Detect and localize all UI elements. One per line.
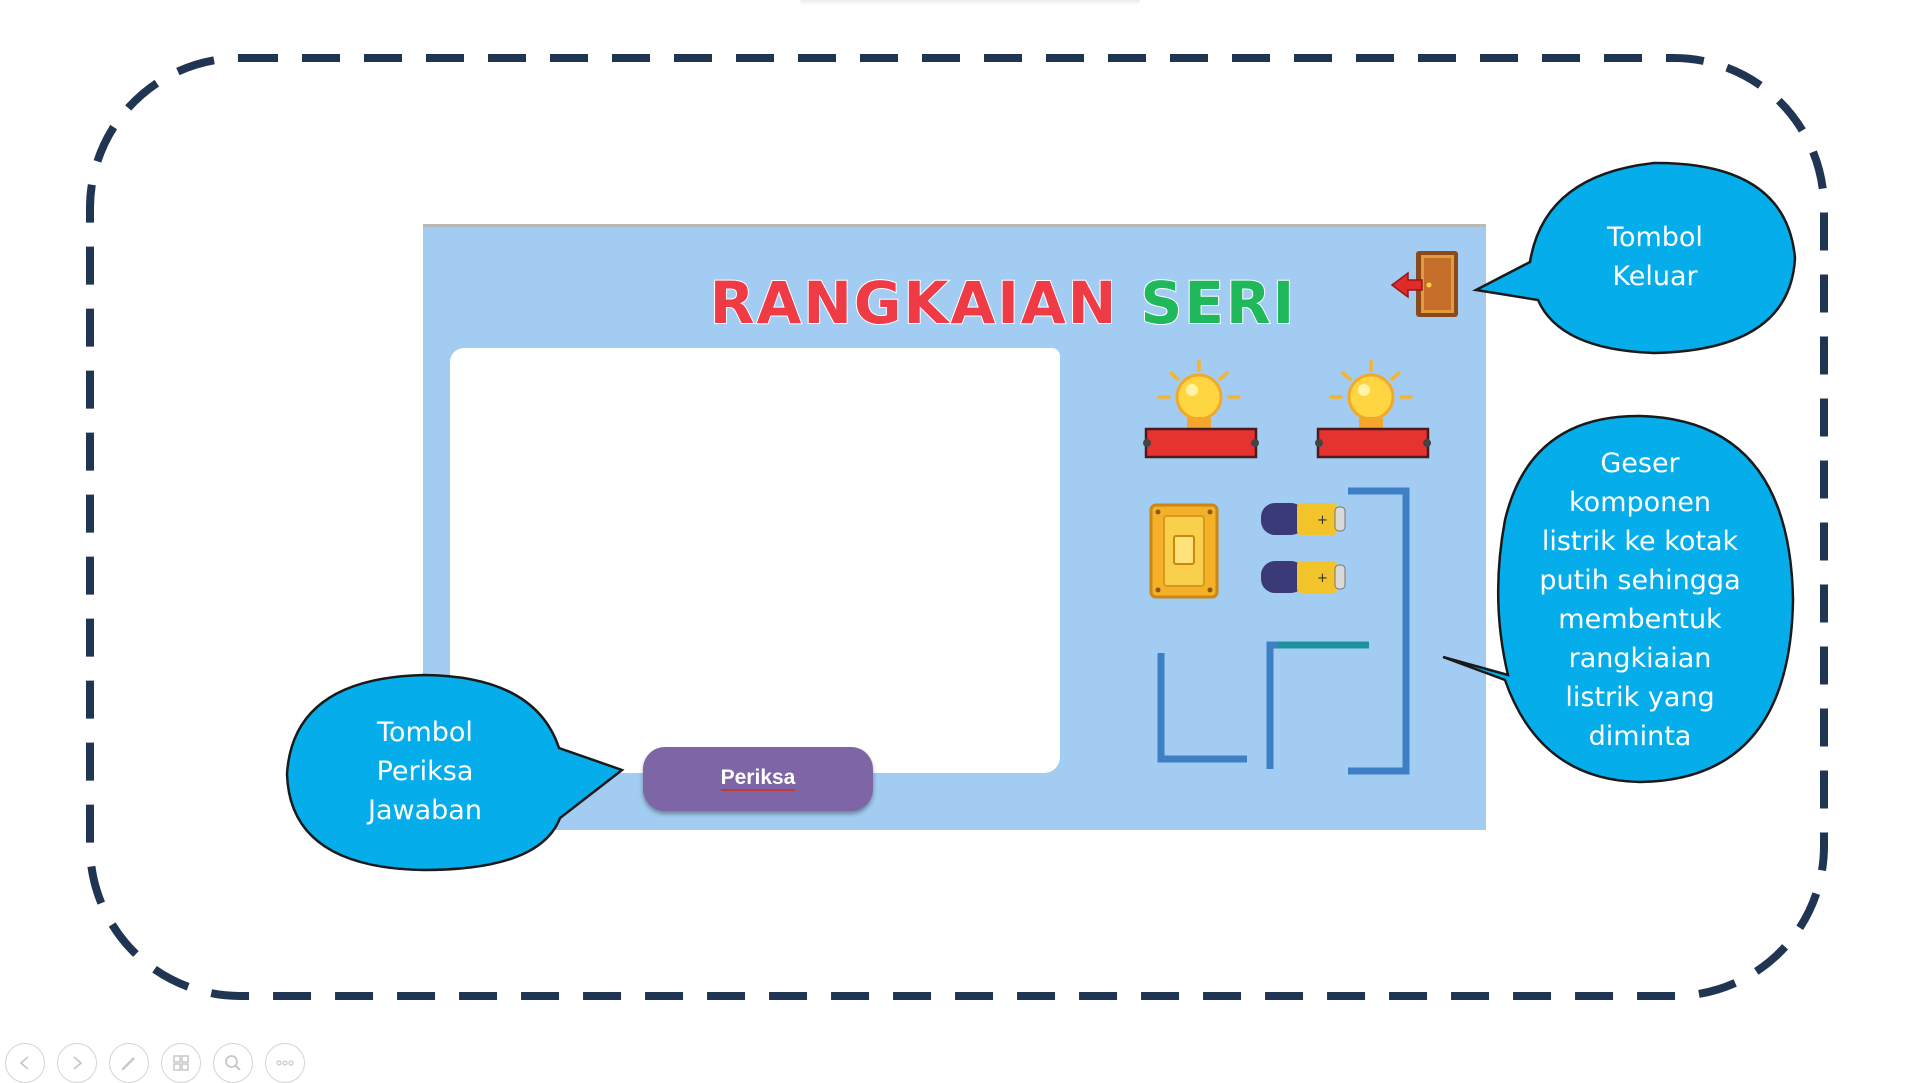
slideshow-toolbar — [5, 1043, 305, 1083]
title-rangkaian: RANGKAIAN — [709, 268, 1119, 338]
title-seri: SERI — [1140, 268, 1297, 338]
callout-drag-bubble — [1442, 414, 1795, 784]
callout-drag-line: listrik yang — [1565, 682, 1715, 713]
callout-drag-line: diminta — [1588, 721, 1692, 752]
zoom-icon[interactable] — [213, 1043, 253, 1083]
lamp-2[interactable] — [1313, 357, 1433, 461]
top-shadow — [800, 0, 1140, 6]
wire-corner-2[interactable] — [1264, 641, 1374, 771]
pen-icon[interactable] — [109, 1043, 149, 1083]
previous-icon[interactable] — [5, 1043, 45, 1083]
slides-grid-icon[interactable] — [161, 1043, 201, 1083]
game-screen: RANGKAIAN SERI — [423, 224, 1486, 830]
callout-check-line-3: Jawaban — [368, 795, 482, 826]
callout-check-line-1: Tombol — [377, 717, 473, 748]
callout-check-text: Tombol Periksa Jawaban — [330, 713, 520, 830]
callout-check-bubble — [285, 673, 625, 872]
callout-exit-line-2: Keluar — [1612, 261, 1698, 292]
callout-drag-line: Geser — [1600, 448, 1680, 479]
callout-exit-text: Tombol Keluar — [1560, 218, 1750, 296]
svg-text:+: + — [1317, 571, 1328, 586]
callout-check-line-2: Periksa — [376, 756, 474, 787]
check-answer-button[interactable]: Periksa — [643, 747, 873, 811]
door-exit-icon[interactable] — [1388, 247, 1468, 323]
lamp-1[interactable] — [1141, 357, 1261, 461]
callout-drag-line: putih sehingga — [1539, 565, 1741, 596]
callout-drag-line: listrik ke kotak — [1541, 526, 1739, 557]
battery-1[interactable]: + — [1259, 499, 1349, 539]
next-icon[interactable] — [57, 1043, 97, 1083]
callout-drag-line: membentuk — [1558, 604, 1722, 635]
more-icon[interactable] — [265, 1043, 305, 1083]
callout-drag-text: Geser komponen listrik ke kotak putih se… — [1530, 444, 1750, 756]
game-title: RANGKAIAN SERI — [703, 268, 1303, 338]
switch[interactable] — [1148, 502, 1220, 600]
callout-exit-line-1: Tombol — [1607, 222, 1703, 253]
callout-drag-line: komponen — [1569, 487, 1711, 518]
circuit-drop-area[interactable] — [450, 348, 1060, 773]
battery-2[interactable]: + — [1259, 557, 1349, 597]
wire-corner-1[interactable] — [1151, 649, 1251, 769]
callout-drag-line: rangkiaian — [1568, 643, 1712, 674]
callout-exit-bubble — [1472, 161, 1797, 355]
wire-bracket[interactable] — [1338, 483, 1418, 783]
svg-text:+: + — [1317, 513, 1328, 528]
check-button-label: Periksa — [720, 766, 796, 791]
